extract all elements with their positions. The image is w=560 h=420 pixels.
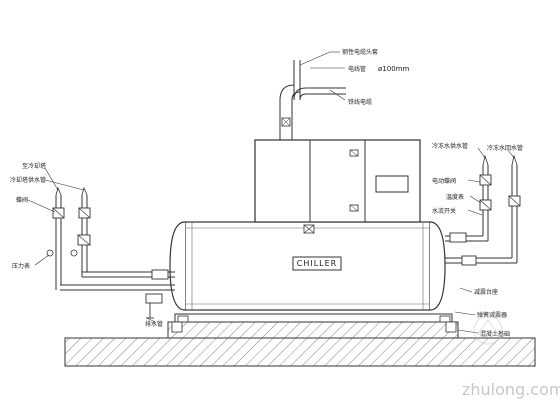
left-piping bbox=[46, 186, 175, 319]
spring-isolators bbox=[171, 321, 457, 333]
cable-conduit bbox=[279, 60, 346, 140]
label-cable-sleeve: 钢性电缆头套 bbox=[342, 48, 378, 56]
label-chilled-return-pipe: 冷冻水回水管 bbox=[487, 144, 523, 152]
watermark-text: zhulong.com bbox=[462, 380, 560, 399]
label-thermometer: 温度表 bbox=[446, 193, 464, 201]
label-cooling-return-pipe: 冷却塔供水管 bbox=[10, 176, 46, 184]
label-wire-pipe: 电线管 bbox=[348, 65, 366, 73]
label-flow-switch: 水流开关 bbox=[432, 207, 456, 215]
concrete-pedestal bbox=[167, 321, 459, 339]
label-electric-valve: 电动蝶阀 bbox=[432, 177, 456, 185]
label-pressure-gauge: 压力表 bbox=[12, 262, 30, 270]
control-cabinet bbox=[254, 139, 421, 223]
label-drain-pipe: 排水管 bbox=[145, 320, 163, 328]
label-main-cooling-pipe: 至冷却塔 bbox=[22, 162, 46, 170]
damping-frame bbox=[174, 313, 453, 323]
watermark: zhulong.com bbox=[462, 315, 560, 399]
label-armored-cable: 铁线电缆 bbox=[348, 98, 372, 106]
label-chilled-supply-pipe: 冷冻水供水管 bbox=[432, 142, 468, 150]
chiller-label: CHILLER bbox=[297, 259, 338, 268]
label-spring-isolator: 弹簧减震器 bbox=[477, 311, 507, 319]
chiller-nameplate: CHILLER bbox=[292, 256, 342, 271]
label-damping-pad: 减震台座 bbox=[474, 288, 498, 296]
ground-slab bbox=[64, 337, 536, 367]
label-diameter: ø100mm bbox=[378, 65, 409, 73]
label-butterfly-valve: 蝶阀 bbox=[16, 196, 28, 204]
right-piping bbox=[445, 154, 521, 266]
